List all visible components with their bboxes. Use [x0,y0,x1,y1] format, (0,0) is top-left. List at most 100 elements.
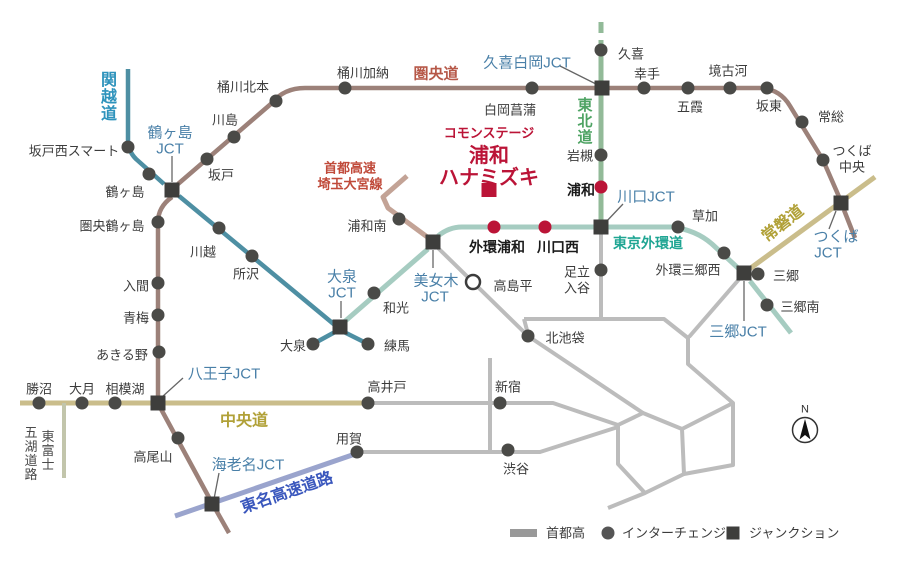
ic-label-tokorozawa: 所沢 [233,267,259,282]
jct-marker [150,395,166,411]
legend-label: ジャンクション [749,526,839,541]
highlight-ic-marker [538,220,552,234]
ic-marker [594,43,608,57]
ic-marker [637,81,651,95]
ic-marker [521,329,535,343]
compass-needle [799,419,811,440]
ic-marker [525,81,539,95]
ic-label-adachiiriya1: 足立 [564,265,590,280]
ic-label-takaido: 高井戸 [367,380,406,395]
jct-label-misato: 三郷JCT [709,324,767,341]
ic-marker [75,396,89,410]
hachioji-jct-pointer [161,377,184,398]
ic-label-tsurugashima: 鶴ヶ島 [105,185,144,200]
tsukuba-jct-pointer [828,210,837,230]
road-label-s5-line2: 埼玉大宮線 [317,177,383,192]
ic-label-sakado: 坂戸 [208,168,234,183]
ic-marker [681,81,695,95]
ic-label-shinjuku: 新宿 [495,380,521,395]
ic-marker [723,81,737,95]
ic-marker [152,345,166,359]
road-label-s5-line1: 首都高速 [324,161,376,176]
ic-label-gaikanurawa: 外環浦和 [469,239,525,255]
ic-label-adachiiriya2: 入谷 [564,281,590,296]
legend-label: 首都高 [546,526,585,541]
compass-north-label: N [801,404,809,416]
ic-label-kawagoe: 川越 [190,245,216,260]
ic-label-kenotsurugashima: 圏央鶴ヶ島 [79,219,144,234]
ic-label-bando: 坂東 [756,99,782,114]
jct-marker [833,195,849,211]
ic-label-satte: 幸手 [634,67,660,82]
jct-marker [736,265,752,281]
ic-label-yoga: 用賀 [336,432,362,447]
jct-label-oizumi1: 大泉 [327,269,357,286]
ic-marker [151,308,165,322]
highlight-ic-marker [487,220,501,234]
ic-marker [717,246,731,260]
road-joban [746,174,877,273]
ic-label-urawa: 浦和 [567,182,595,198]
ic-label-takashimadaira: 高島平 [493,279,532,294]
ic-marker [392,212,406,226]
jct-label-tsukuba2: JCT [814,245,842,262]
road-label-fujigoko-line2: 五湖道路 [24,425,37,482]
ic-label-okegawakitamoto: 桶川北本 [217,80,269,95]
ic-marker [121,140,135,154]
road-label-chuo: 中央道 [220,411,268,430]
ic-marker [32,396,46,410]
ic-label-tsukubachuo1: つくば [832,144,871,159]
ic-marker [350,445,364,459]
ic-label-tsukubachuo2: 中央 [839,160,865,175]
markers-layer [32,43,849,512]
legend-shuto-line-swatch [510,529,537,537]
ic-marker [151,276,165,290]
jct-label-oizumi2: JCT [328,285,356,302]
ic-label-nerima: 練馬 [384,339,410,354]
jct-marker [204,496,220,512]
jct-marker [593,219,609,235]
property-label-brand: コモンステージ [444,126,534,141]
ic-label-takaosan: 高尾山 [133,450,172,465]
jct-label-ebina: 海老名JCT [212,457,285,474]
ic-marker [142,167,156,181]
jct-marker [594,80,610,96]
ic-label-iwatsuki: 岩槻 [567,149,593,164]
open-ic-marker [464,273,482,291]
ic-marker [361,337,375,351]
ic-marker [361,396,375,410]
ic-label-misato: 三郷 [773,269,799,284]
road-label-kanetsu: 関越道 [100,71,118,123]
ic-label-kuki: 久喜 [618,47,644,62]
jct-label-hachioji: 八王子JCT [188,366,261,383]
ic-label-oizumi: 大泉 [280,339,306,354]
road-shuto-east [524,317,735,476]
ic-marker [760,81,774,95]
ic-label-sakadonishi: 坂戸西スマート [29,144,120,159]
road-label-tomei: 東名高速道路 [238,467,336,517]
legend-interchange-icon [601,526,615,540]
road-shuto-shibuya [357,425,619,454]
property-label-name1: 浦和 [469,143,509,167]
road-shuto-ne-diag [681,401,734,431]
ic-marker [594,263,608,277]
jct-label-kawaguchi: 川口JCT [617,189,675,206]
road-label-gaikan: 東京外環道 [613,235,683,251]
ic-marker [108,396,122,410]
ic-marker [751,267,765,281]
road-gaikan-west [341,247,430,325]
jct-marker [425,234,441,250]
road-label-joban: 常磐道 [758,201,808,246]
ic-marker [493,396,507,410]
ebina-jct-pointer [213,472,220,500]
jct-label-bijogi1: 美女木 [413,272,458,290]
road-shuto-tail [607,491,646,510]
ic-marker [200,152,214,166]
ic-marker [338,81,352,95]
ic-marker [269,94,283,108]
road-label-tohoku: 東北道 [577,96,592,146]
ic-label-gaikanmisatonishi: 外環三郷西 [655,263,720,278]
ic-label-okegawakano: 桶川加納 [337,66,389,81]
